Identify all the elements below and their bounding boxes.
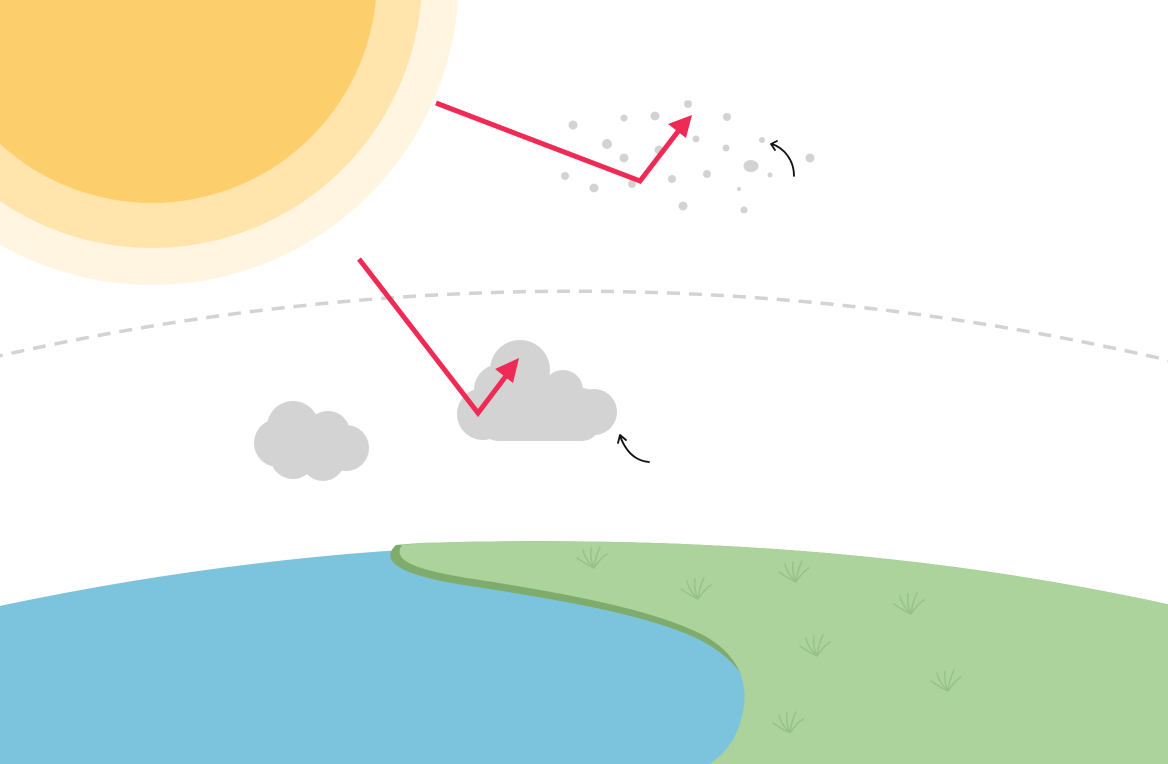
ray-reflected-by-cloud [357,257,519,418]
aerosol-dot [650,111,660,121]
curl-arrow-icon [617,434,650,463]
aerosol-dot [602,139,612,149]
ray-reflected-by-aerosols [435,100,692,185]
aerosol-dot [568,120,578,130]
aerosol-dot [589,183,599,193]
ray-arrowhead [495,358,519,383]
aerosol-dot [723,113,731,121]
aerosol-dot [628,180,636,188]
aerosol-dot [743,160,759,172]
land [399,541,1168,764]
aerosol-dot [722,144,730,152]
aerosol-dot [692,135,700,143]
sun-core [0,0,376,203]
earth-surface [0,541,1168,764]
sun [0,0,459,285]
ray-arrowhead [668,115,692,138]
curl-arrow-icon [770,140,795,177]
aerosol-dot [737,187,741,191]
aerosol-dot [703,170,711,178]
aerosol-dot [668,175,676,183]
aerosol-particles [561,100,815,214]
small-cloud [254,401,369,481]
aerosol-dot [678,201,688,211]
aerosol-dot [759,137,765,143]
aerosol-dot [620,114,628,122]
aerosol-dot [805,153,815,163]
reflecting-cloud [457,340,617,441]
aerosol-dot [619,153,629,163]
aerosol-dot [561,172,569,180]
aerosol-dot [684,100,692,108]
aerosol-dot [767,172,773,178]
aerosol-dot [740,206,748,214]
atmosphere-boundary [0,289,1168,363]
